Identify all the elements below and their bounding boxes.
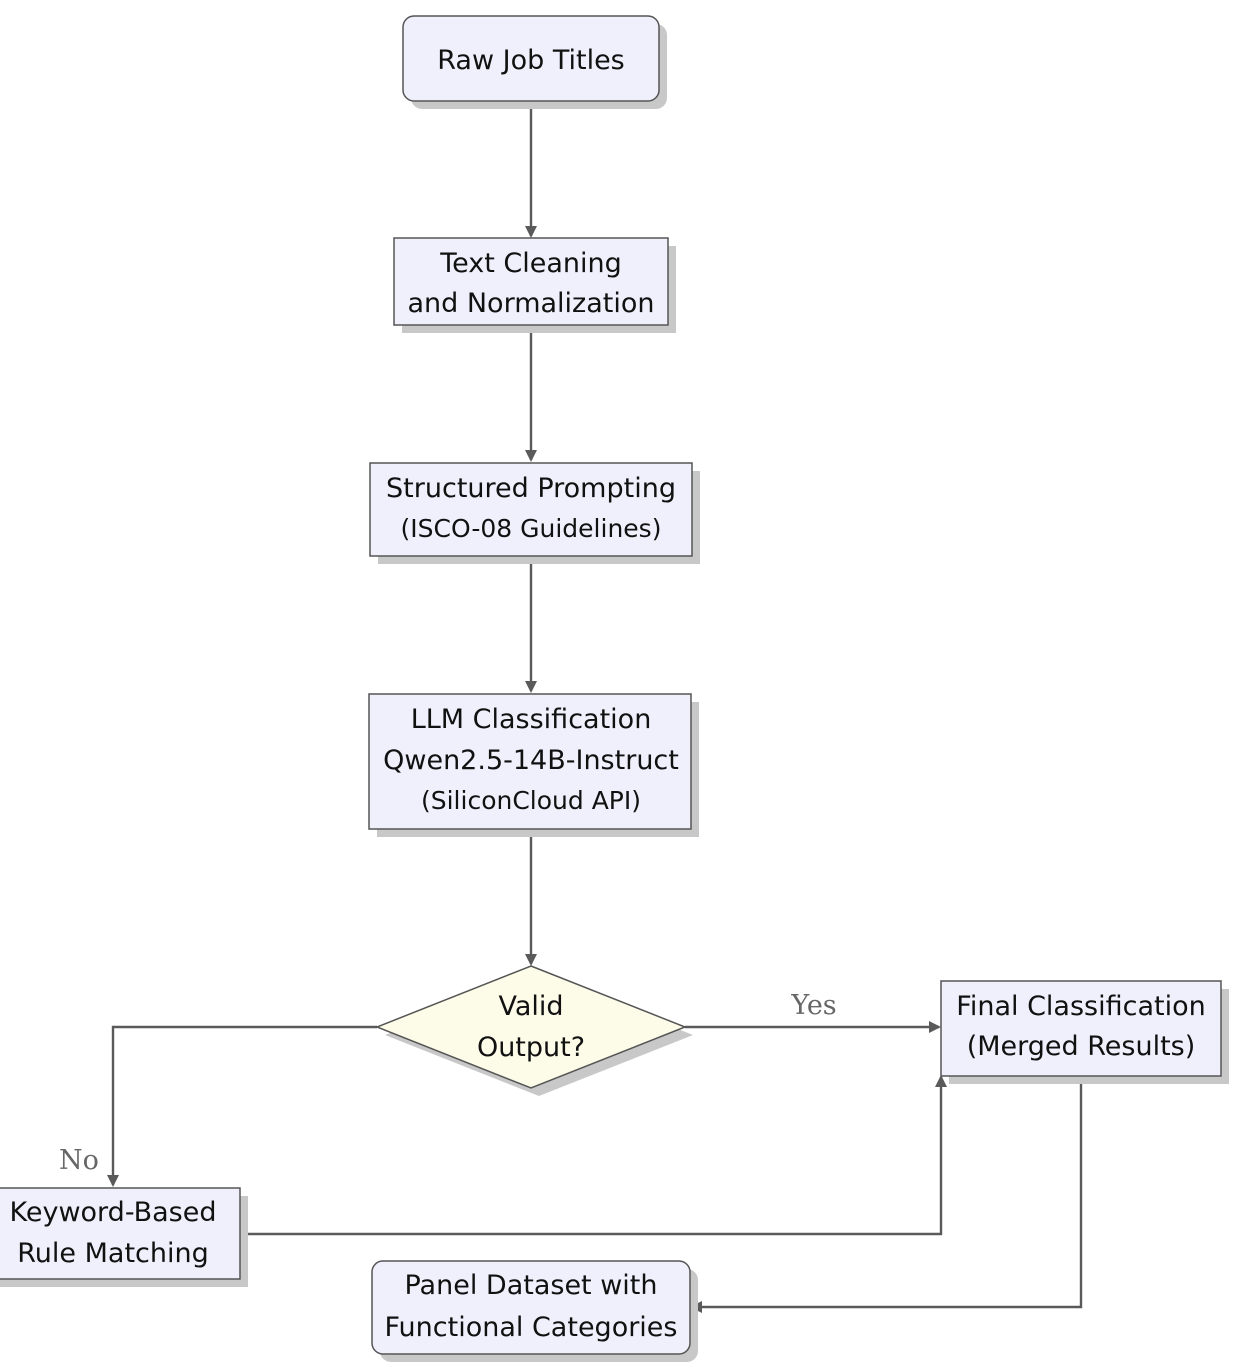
node-label-line-1: Structured Prompting bbox=[386, 473, 676, 504]
node-label-line-1: Keyword-Based bbox=[10, 1197, 217, 1228]
node-raw-job-titles: Raw Job Titles bbox=[402, 15, 667, 109]
node-label-line-1: Valid bbox=[498, 991, 563, 1022]
node-structured-prompting: Structured Prompting (ISCO-08 Guidelines… bbox=[369, 462, 700, 564]
edge-label-yes: Yes bbox=[790, 990, 836, 1021]
node-label-line-1: Final Classification bbox=[956, 991, 1205, 1022]
node-label-line-2: Rule Matching bbox=[17, 1238, 209, 1269]
edge-final-to-panel bbox=[690, 1075, 1083, 1313]
node-llm-classification: LLM Classification Qwen2.5-14B-Instruct … bbox=[368, 693, 699, 837]
node-text-cleaning: Text Cleaning and Normalization bbox=[393, 237, 676, 333]
node-label-line-1: LLM Classification bbox=[411, 704, 652, 735]
node-panel-dataset: Panel Dataset with Functional Categories bbox=[371, 1260, 698, 1362]
node-label-line-1: Text Cleaning bbox=[439, 248, 622, 279]
node-valid-output-decision: Valid Output? bbox=[374, 965, 693, 1096]
node-label-line-2: Output? bbox=[477, 1032, 585, 1063]
node-label-line-2: and Normalization bbox=[407, 288, 654, 319]
node-keyword-matching: Keyword-Based Rule Matching bbox=[0, 1187, 248, 1287]
node-label-line-2: (Merged Results) bbox=[967, 1031, 1196, 1062]
node-label-line-2: (ISCO-08 Guidelines) bbox=[401, 514, 662, 543]
edges bbox=[107, 101, 1083, 1313]
edge-label-no: No bbox=[59, 1145, 99, 1176]
edge-keyword-to-final bbox=[240, 1075, 947, 1236]
node-label-line-3: (SiliconCloud API) bbox=[421, 786, 641, 815]
node-final-classification: Final Classification (Merged Results) bbox=[940, 980, 1229, 1084]
node-label-line-1: Panel Dataset with bbox=[404, 1270, 657, 1301]
node-label-line-2: Functional Categories bbox=[384, 1312, 677, 1343]
node-label: Raw Job Titles bbox=[437, 45, 625, 76]
edge-decision-no-to-keyword bbox=[107, 1025, 377, 1187]
node-label-line-2: Qwen2.5-14B-Instruct bbox=[383, 745, 679, 776]
